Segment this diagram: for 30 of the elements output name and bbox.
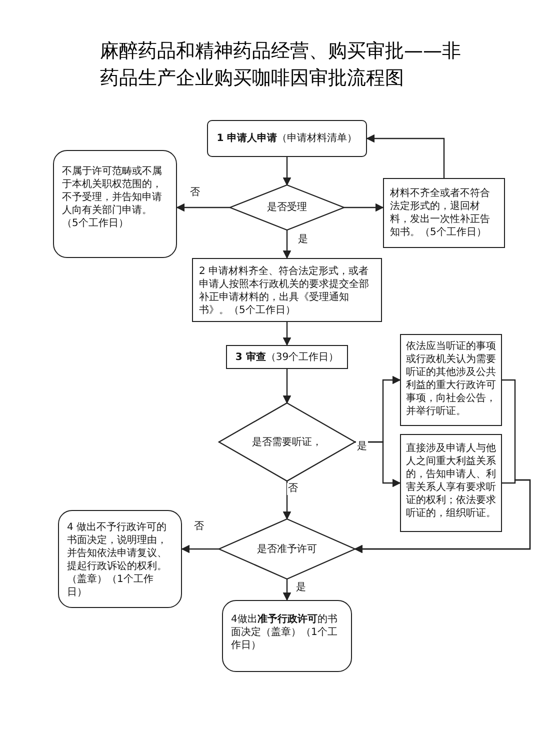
arrow [282, 230, 292, 259]
edge-label: 是 [295, 582, 307, 594]
edge-label: 否 [189, 187, 201, 199]
decision-diamond: 是否需要听证， [219, 403, 355, 481]
process-box: 材料不齐全或者不符合法定形式的，退回材料，发出一次性补正告知书。（5个工作日） [383, 178, 505, 248]
arrow [282, 481, 292, 520]
edge-label: 是 [356, 441, 368, 453]
arrow [282, 157, 292, 186]
edge-label: 否 [193, 521, 205, 533]
process-box: 依法应当听证的事项或行政机关认为需要听证的其他涉及公共利益的重大行政许可事项，向社会公告，并举行听证。 [400, 334, 502, 426]
arrow [366, 134, 445, 178]
process-box: 3 审查（39个工作日） [226, 345, 348, 369]
arrow [282, 322, 292, 346]
arrow [282, 579, 292, 601]
diagram-title: 麻醉药品和精神药品经营、购买审批——非药品生产企业购买咖啡因审批流程图 [100, 39, 462, 91]
terminal-box: 4 做出不予行政许可的书面决定，说明理由，并告知依法申请复议、提起行政诉讼的权利。（盖章）（1个工作日） [58, 510, 182, 608]
terminal-box: 不属于许可范畴或不属于本机关职权范围的，不予受理，并告知申请人向有关部门申请。（5个工作日） [53, 150, 177, 258]
terminal-box: 4做出准予行政许可的书面决定（盖章）（1个工作日） [222, 600, 352, 672]
decision-diamond: 是否准予许可 [219, 519, 355, 579]
edge-label: 否 [287, 483, 299, 495]
arrow [354, 479, 531, 554]
edge-label: 是 [297, 234, 309, 246]
arrow [344, 203, 384, 212]
arrow [176, 203, 230, 212]
arrow [181, 544, 219, 554]
decision-diamond: 是否受理 [230, 185, 344, 230]
arrow [282, 369, 292, 404]
process-box: 1 申请人申请（申请材料清单） [207, 120, 367, 157]
process-box: 2 申请材料齐全、符合法定形式，或者申请人按照本行政机关的要求提交全部补正申请材料的，出具《受理通知书》。（5个工作日） [192, 258, 382, 322]
process-box: 直接涉及申请人与他人之间重大利益关系的，告知申请人、利害关系人享有要求听证的权利；依法要求听证的，组织听证。 [400, 434, 502, 532]
